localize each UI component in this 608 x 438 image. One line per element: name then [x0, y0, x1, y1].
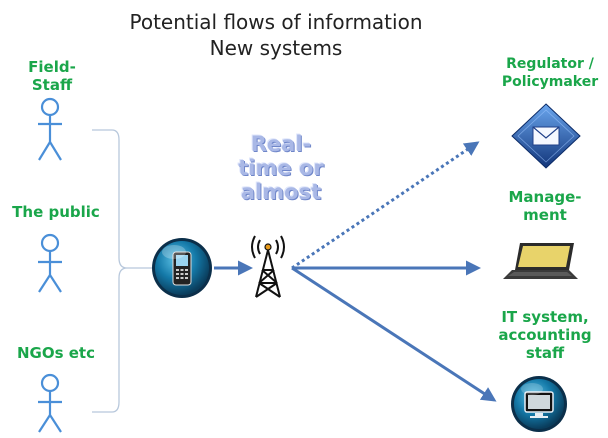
label-ngos: NGOs etc	[16, 344, 95, 362]
radio-tower-icon	[251, 235, 285, 298]
mobile-phone-icon	[152, 238, 212, 298]
diagram-title-line1: Potential flows of information	[129, 10, 423, 34]
label-the-public: The public	[12, 203, 100, 221]
laptop-icon	[503, 243, 578, 279]
computer-monitor-icon	[511, 376, 567, 432]
label-it-system: IT system, accounting staff	[498, 308, 592, 362]
person-icon	[38, 97, 62, 161]
label-real-time: Real- time or almost	[238, 132, 324, 204]
email-envelope-icon	[511, 103, 581, 169]
arrow-to-it-system	[291, 266, 497, 402]
diagram-title-line2: New systems	[209, 36, 343, 60]
person-icon	[38, 373, 62, 433]
label-field-staff: Field- Staff	[28, 58, 76, 94]
person-icon	[38, 233, 62, 293]
arrow-to-regulator	[291, 141, 480, 270]
source-brace	[92, 129, 152, 413]
label-management: Manage- ment	[508, 188, 582, 224]
label-regulator: Regulator / Policymaker	[501, 56, 599, 90]
